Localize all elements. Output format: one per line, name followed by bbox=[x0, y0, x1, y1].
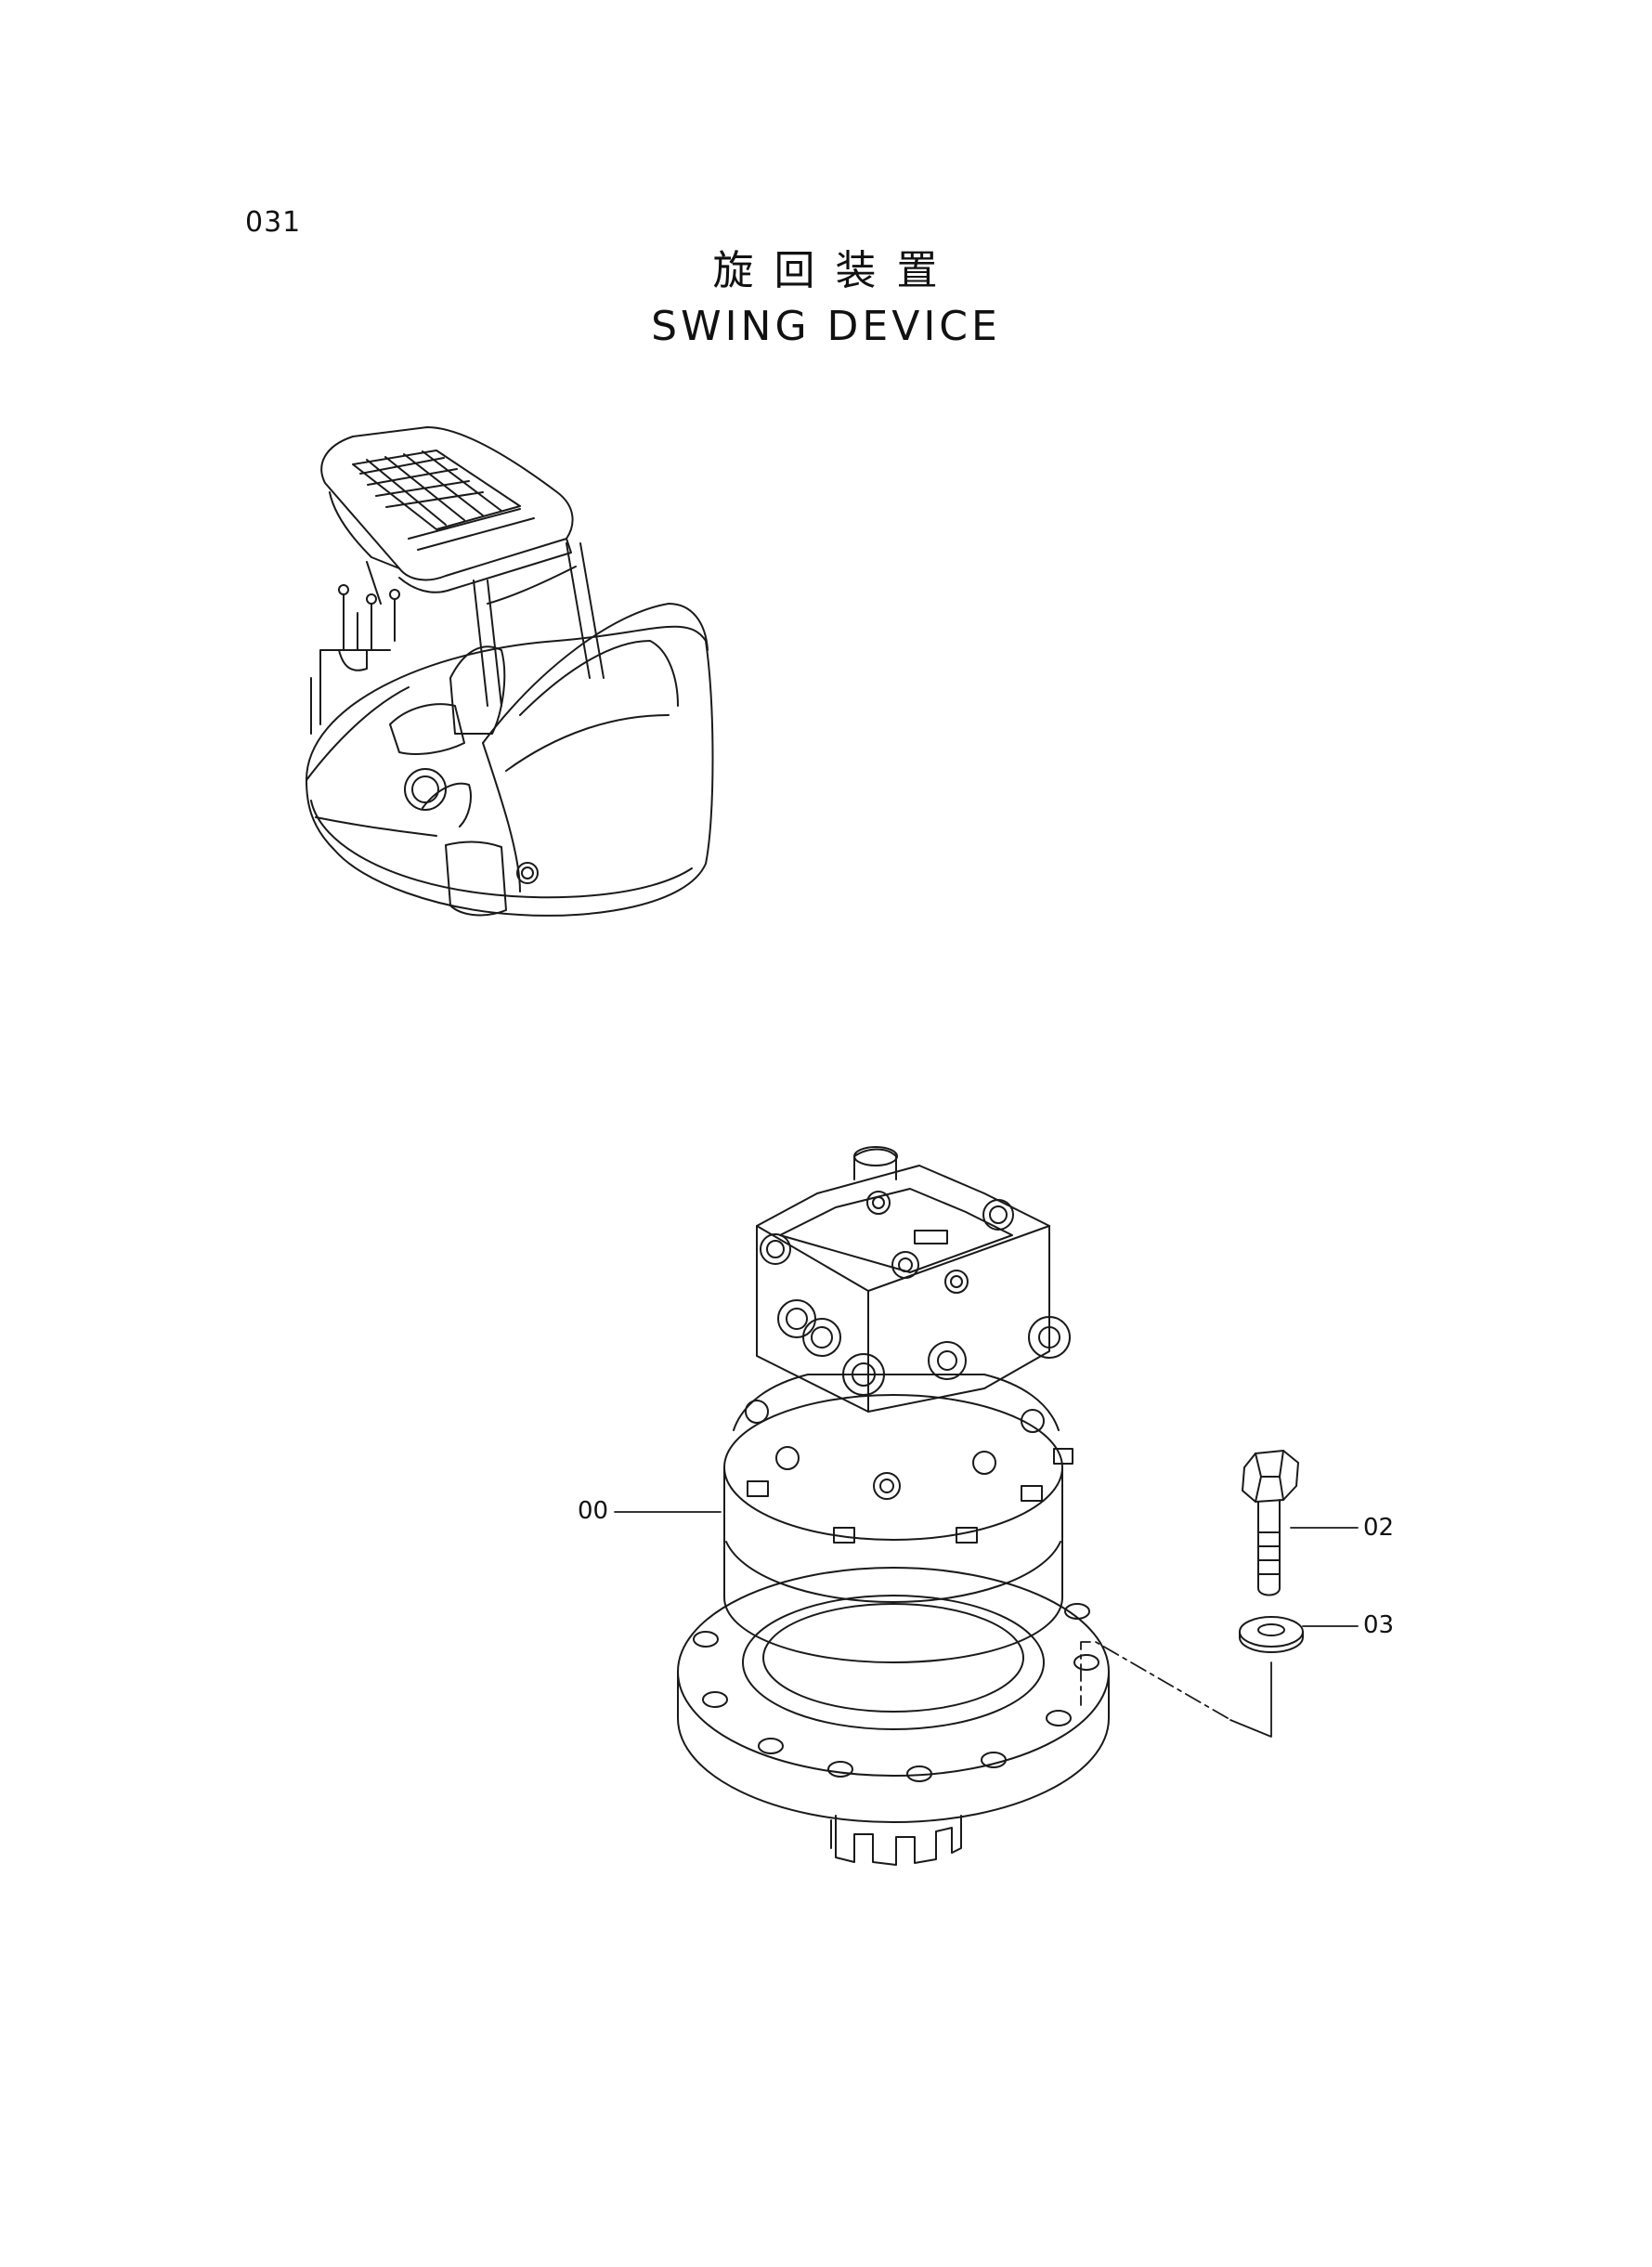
page-number: 031 bbox=[245, 206, 302, 239]
callout-03: 03 bbox=[1363, 1611, 1395, 1639]
assembly-path-dash bbox=[1080, 1641, 1229, 1719]
hex-bolt-icon bbox=[1242, 1450, 1299, 1596]
washer-icon bbox=[1239, 1616, 1304, 1653]
callout-00: 00 bbox=[578, 1497, 609, 1525]
title-english: SWING DEVICE bbox=[651, 303, 1001, 350]
title-japanese: 旋回装置 bbox=[712, 247, 958, 294]
callout-02: 02 bbox=[1363, 1514, 1395, 1542]
excavator-upper-structure-icon bbox=[306, 426, 714, 917]
swing-motor-assembly-icon bbox=[677, 1146, 1110, 1866]
leader-lines bbox=[614, 1511, 1359, 1738]
leader-line-assembly-03 bbox=[1229, 1661, 1272, 1738]
title-block: 旋回装置 SWING DEVICE bbox=[0, 243, 1652, 353]
